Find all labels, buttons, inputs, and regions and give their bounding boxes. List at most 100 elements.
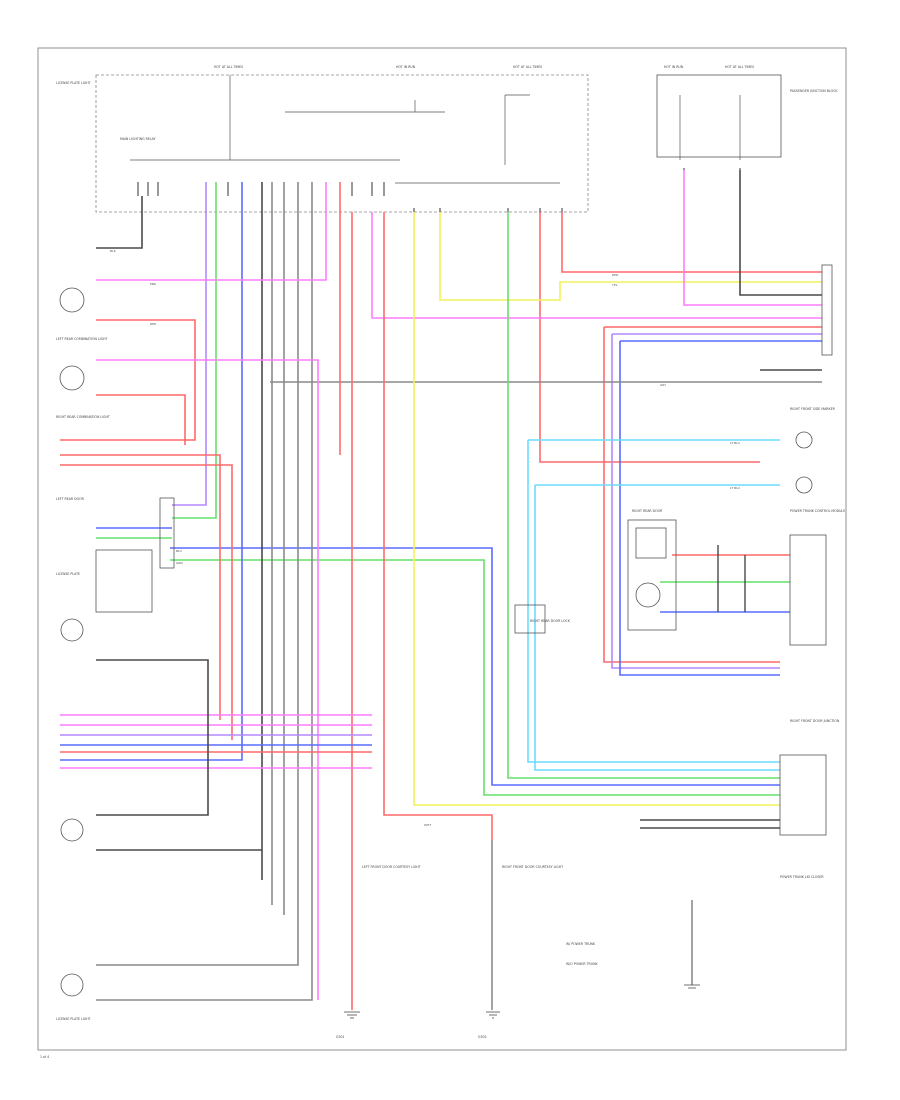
- right-header-label: PASSENGER JUNCTION BLOCK: [790, 89, 838, 93]
- ground-right-label: G302: [478, 1035, 487, 1039]
- fuse-label-e: HOT AT ALL TIMES: [725, 65, 754, 69]
- wire-pink-3: [96, 182, 327, 281]
- wire-red-4: [383, 212, 493, 840]
- wire-code: BLK: [110, 249, 117, 253]
- wire-code: GRN: [176, 561, 183, 565]
- wire-code: PNK: [150, 282, 157, 286]
- power-trunk-wires: [660, 545, 790, 613]
- wire-yellow-1: [439, 212, 822, 301]
- bulb-icon: [60, 973, 84, 997]
- wire-red-1: [561, 212, 822, 273]
- wire-lightblue-1: [527, 439, 780, 763]
- wire-black-6: [96, 659, 209, 816]
- bulb-icon: [60, 818, 84, 842]
- wire-blue-2: [170, 547, 780, 786]
- main-relay-label: MAIN LIGHTING RELAY: [120, 137, 156, 141]
- legend-2-label: W/O POWER TRUNK: [566, 962, 598, 966]
- wire-red-9: [60, 454, 221, 720]
- fuse-label-b: HOT IN RUN: [396, 65, 416, 69]
- wire-code: WHT: [424, 823, 431, 827]
- right-front-junction-label: RIGHT FRONT DOOR JUNCTION: [790, 719, 840, 723]
- left-courtesy-label: LEFT FRONT DOOR COURTESY LIGHT: [362, 865, 421, 869]
- diagram-border: [37, 47, 847, 1051]
- right-connector-strip: [821, 264, 833, 356]
- lock-box: [514, 604, 546, 634]
- wire-green-2: [170, 559, 780, 796]
- wire-code: LT BLU: [730, 486, 740, 490]
- wire-pink-2: [371, 212, 822, 319]
- wire-violet-1: [611, 333, 822, 669]
- wire-code: RED: [150, 322, 157, 326]
- wire-red-2: [539, 212, 760, 463]
- bulbs: [59, 287, 813, 997]
- wire-black-5: [96, 196, 143, 249]
- right-courtesy-label: RIGHT FRONT DOOR COURTESY LIGHT: [502, 865, 563, 869]
- motor-box: [635, 527, 667, 559]
- fuse-label-a: HOT AT ALL TIMES: [214, 65, 243, 69]
- wire-code: GRY: [660, 383, 666, 387]
- power-trunk-inner: [627, 519, 677, 631]
- left-header-label: LICENSE PLATE LIGHT: [56, 81, 91, 85]
- right-junction-box: [779, 754, 827, 836]
- wire-blue-1: [619, 340, 822, 676]
- main-junction-block: [95, 74, 589, 213]
- wire-code: BLU: [176, 549, 182, 553]
- fuse-label-d: HOT IN RUN: [664, 65, 684, 69]
- wire-green-1: [507, 212, 780, 779]
- ground-icon: [486, 1011, 500, 1019]
- passenger-junction-box: [656, 74, 782, 158]
- components: [95, 264, 833, 836]
- wires: [60, 170, 822, 1010]
- wire-code: RED: [612, 273, 619, 277]
- wire-pink-1: [683, 170, 822, 306]
- ground-icon: [684, 984, 700, 989]
- left-control-box: [95, 549, 153, 613]
- ground-left-label: G301: [336, 1035, 345, 1039]
- bulb-icon: [795, 431, 813, 449]
- license-plate-label: LICENSE PLATE: [56, 572, 80, 576]
- license-light-label: LICENSE PLATE LIGHT: [56, 1017, 91, 1021]
- wire-lightblue-2: [534, 484, 780, 771]
- connector-ticks: [137, 168, 741, 222]
- legend-1-label: W/ POWER TRUNK: [566, 942, 596, 946]
- wire-red-10: [60, 464, 233, 740]
- bulb-icon: [60, 618, 84, 642]
- fuse-labels: HOT AT ALL TIMES HOT IN RUN HOT AT ALL T…: [214, 65, 754, 69]
- trunk-closer-label: POWER TRUNK LID CLOSER: [780, 875, 824, 879]
- wire-code: LT BLU: [730, 441, 740, 445]
- fuse-label-c: HOT AT ALL TIMES: [513, 65, 542, 69]
- bulb-icon: [59, 365, 85, 391]
- wire-violet-2: [172, 182, 207, 506]
- left-rear-door-label: LEFT REAR DOOR: [56, 497, 85, 501]
- internal-lines: [130, 75, 741, 184]
- wire-yellow-2: [413, 212, 780, 806]
- wire-gray-4: [96, 182, 299, 966]
- motor-icon: [635, 582, 661, 608]
- wire-black-1: [739, 170, 822, 296]
- right-front-marker-label: RIGHT FRONT SIDE MARKER: [790, 407, 836, 411]
- bulb-icon: [795, 476, 813, 494]
- wire-black-3: [640, 819, 780, 829]
- component-labels: LEFT REAR COMBINATION LIGHT RIGHT REAR C…: [40, 337, 845, 1059]
- right-rear-lock-label: RIGHT REAR DOOR LOCK: [530, 619, 571, 623]
- wire-red-8: [96, 394, 186, 445]
- wire-red-7: [60, 319, 196, 441]
- wire-codes: PNK RED BLK RED YEL LT BLU LT BLU BLU GR…: [110, 249, 740, 827]
- wire-green-3: [172, 182, 217, 519]
- power-trunk-module: [789, 534, 827, 646]
- power-trunk-label: POWER TRUNK CONTROL MODULE: [790, 509, 845, 513]
- bulb-icon: [59, 287, 85, 313]
- wire-gray-5: [96, 182, 313, 1001]
- wire-pink-4: [96, 359, 319, 1000]
- grounds: [344, 840, 700, 1019]
- right-rear-door-label: RIGHT REAR DOOR: [632, 509, 663, 513]
- ground-icon: [344, 1011, 360, 1019]
- wire-blue-3: [60, 182, 243, 761]
- footer-label: 1 of 4: [40, 1055, 49, 1059]
- left-door-switch-box: [159, 497, 175, 569]
- right-rear-combo-label: RIGHT REAR COMBINATION LIGHT: [56, 415, 110, 419]
- wire-code: YEL: [612, 283, 618, 287]
- wire-red-3: [603, 326, 822, 663]
- left-rear-combo-label: LEFT REAR COMBINATION LIGHT: [56, 337, 107, 341]
